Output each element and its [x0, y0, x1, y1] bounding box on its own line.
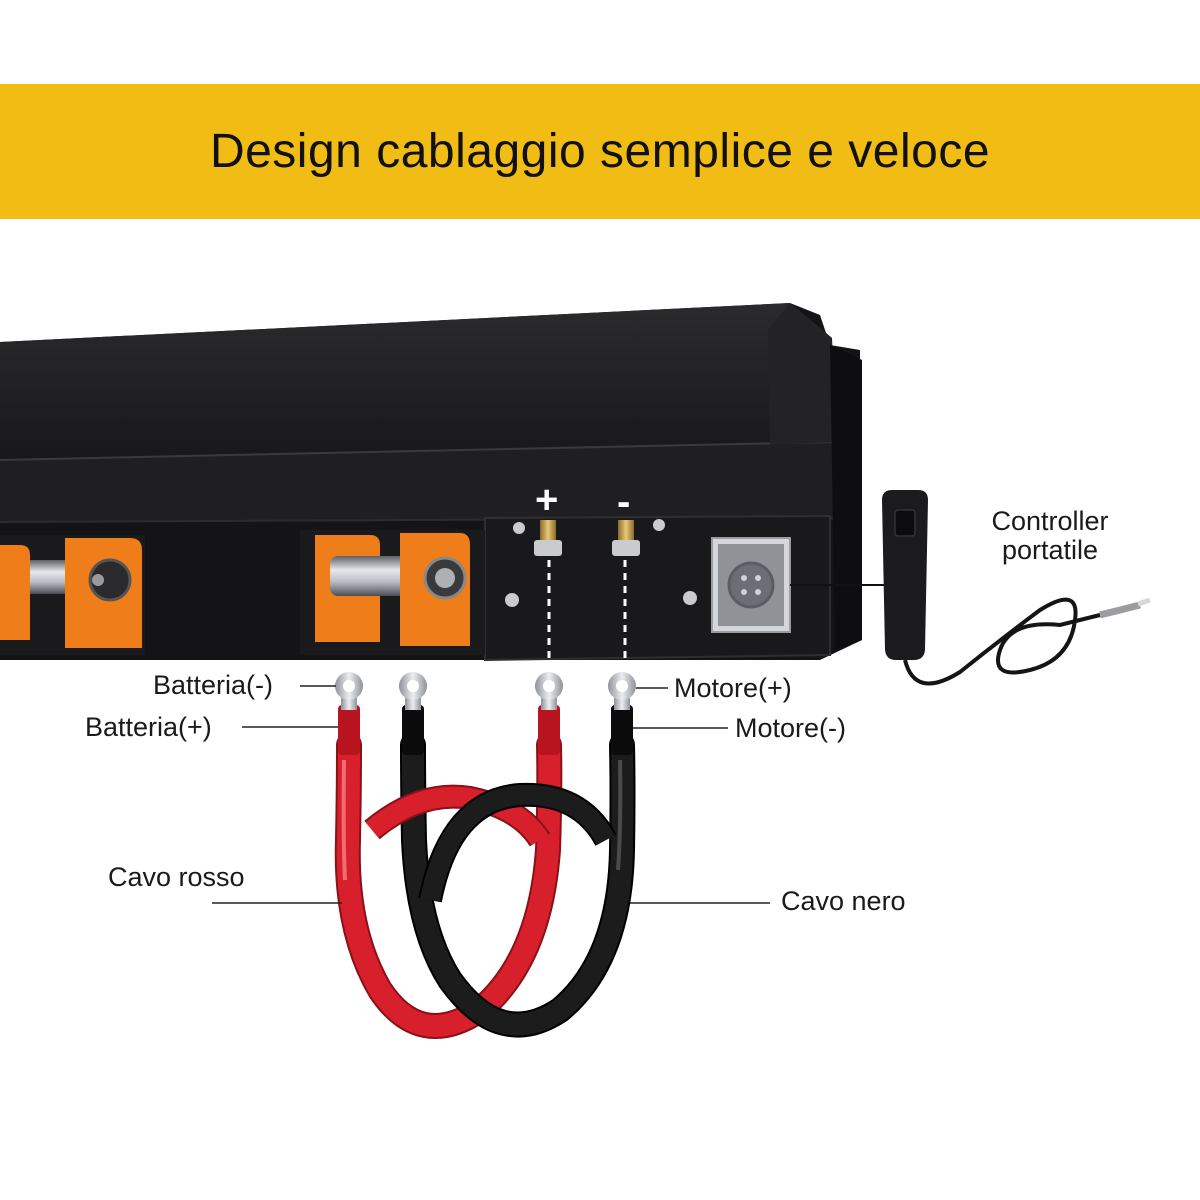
- negative-terminal: [612, 519, 697, 605]
- black-cable-loop: [418, 782, 617, 903]
- center-bracket: [300, 530, 485, 655]
- page-title: Design cablaggio semplice e veloce: [209, 125, 991, 178]
- label-red-cable: Cavo rosso: [108, 862, 245, 892]
- title-banner: Design cablaggio semplice e veloce: [0, 84, 1200, 219]
- lug-motor-positive: [535, 672, 563, 755]
- black-cable: [400, 732, 636, 1038]
- red-cable: [334, 732, 563, 1039]
- label-motor-positive: Motore(+): [674, 673, 792, 703]
- label-motor-negative: Motore(-): [735, 713, 847, 743]
- label-battery-positive: Batteria(+): [85, 712, 212, 742]
- label-black-cable: Cavo nero: [781, 886, 906, 916]
- label-controller: Controller portatile: [975, 508, 1125, 564]
- winch-housing: [0, 303, 862, 662]
- lug-battery-positive: [399, 672, 427, 755]
- label-controller-line1: Controller: [991, 506, 1109, 536]
- label-controller-line2: portatile: [1001, 535, 1099, 565]
- positive-terminal: [505, 520, 562, 607]
- controller-socket: [711, 537, 791, 633]
- lug-motor-negative: [608, 672, 636, 755]
- handheld-controller: [790, 490, 1151, 686]
- lug-battery-negative: [335, 672, 363, 755]
- red-cable-loop: [364, 784, 551, 847]
- left-bracket: [0, 535, 145, 655]
- label-battery-negative: Batteria(-): [153, 670, 274, 700]
- minus-sign: -: [617, 480, 631, 524]
- leader-lines: [212, 685, 770, 904]
- plus-sign: +: [535, 478, 559, 522]
